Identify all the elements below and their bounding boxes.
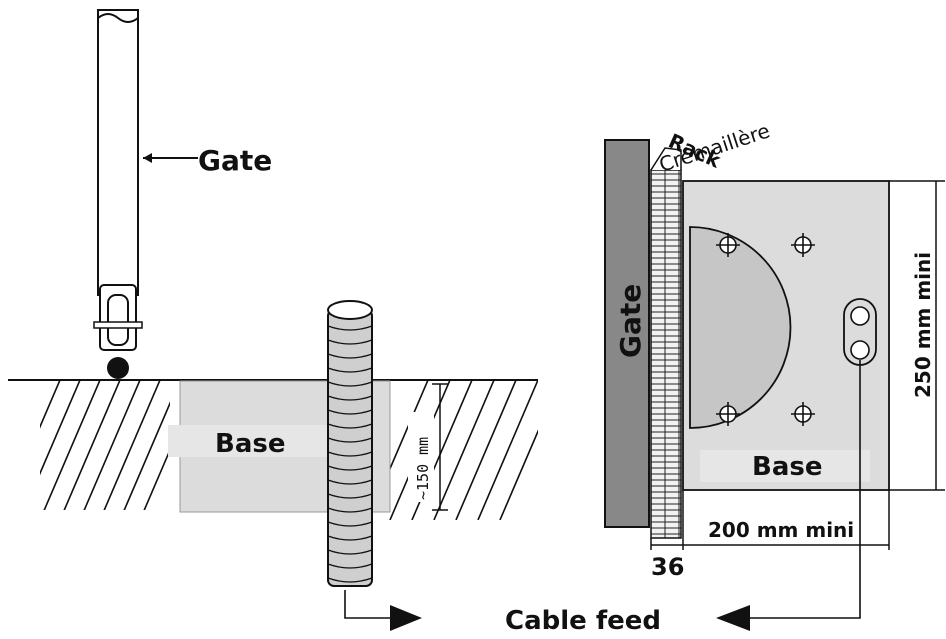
right-plan-view: Gate Rack Crémaillère (604, 118, 945, 631)
bolt-hole-icon (791, 402, 815, 426)
rack-offset-label: 36 (651, 553, 684, 581)
right-base-label: Base (752, 452, 822, 482)
left-section-view: Gate Base ~150 mm (8, 9, 538, 631)
cable-feed-arrow-left (344, 590, 392, 619)
gate-wheel (93, 284, 143, 379)
ground-hatch-right (388, 380, 538, 520)
arrow-left-icon (716, 605, 750, 631)
bolt-hole-icon (716, 402, 740, 426)
depth-dimension: ~150 mm (408, 383, 448, 511)
cable-conduit (327, 300, 373, 587)
arrow-right-icon (390, 605, 422, 631)
width-dimension (650, 490, 890, 550)
cable-feed-label: Cable feed (505, 606, 661, 636)
bolt-hole-icon (791, 233, 815, 257)
bolt-hole-icon (716, 233, 740, 257)
right-gate-label: Gate (614, 284, 647, 358)
height-label: 250 mm mini (911, 252, 935, 398)
height-dimension (889, 180, 945, 491)
fixing-holes (716, 233, 815, 426)
depth-label: ~150 mm (414, 437, 432, 500)
cable-feed-arrow-right (748, 360, 861, 619)
left-gate-label: Gate (198, 144, 272, 177)
cable-slot (843, 298, 877, 366)
gate-post (97, 9, 139, 296)
ground-hatch-left (40, 380, 170, 510)
left-base-label: Base (215, 429, 285, 459)
width-label: 200 mm mini (708, 518, 854, 542)
rack-strip (650, 169, 682, 539)
right-gate-leaf (604, 139, 650, 528)
